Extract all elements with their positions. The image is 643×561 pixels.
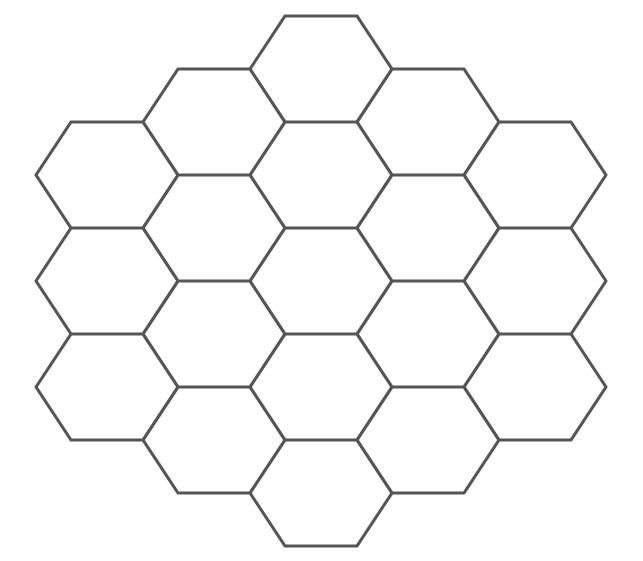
hex-cell-c5-r3 (462, 332, 608, 442)
hex-cell-c4-r3 (355, 279, 501, 389)
hex-cell-c2-r1 (141, 67, 287, 177)
hex-cell-c4-r4 (355, 385, 501, 495)
hex-cell-c2-r3 (141, 279, 287, 389)
hex-cell-c1-r2 (34, 226, 180, 336)
hex-cell-c4-r1 (355, 67, 501, 177)
hex-cell-c2-r2 (141, 173, 287, 283)
hex-cell-c3-r1 (248, 14, 394, 124)
hex-cell-c5-r1 (462, 120, 608, 230)
hex-cell-c4-r2 (355, 173, 501, 283)
hex-cell-c1-r3 (34, 332, 180, 442)
hex-cell-c1-r1 (34, 120, 180, 230)
hex-cell-c3-r5 (248, 438, 394, 548)
hex-cell-c3-r3 (248, 226, 394, 336)
hex-cell-c3-r2 (248, 120, 394, 230)
hex-cell-c5-r2 (462, 226, 608, 336)
hex-cell-c2-r4 (141, 385, 287, 495)
hex-cell-c3-r4 (248, 332, 394, 442)
